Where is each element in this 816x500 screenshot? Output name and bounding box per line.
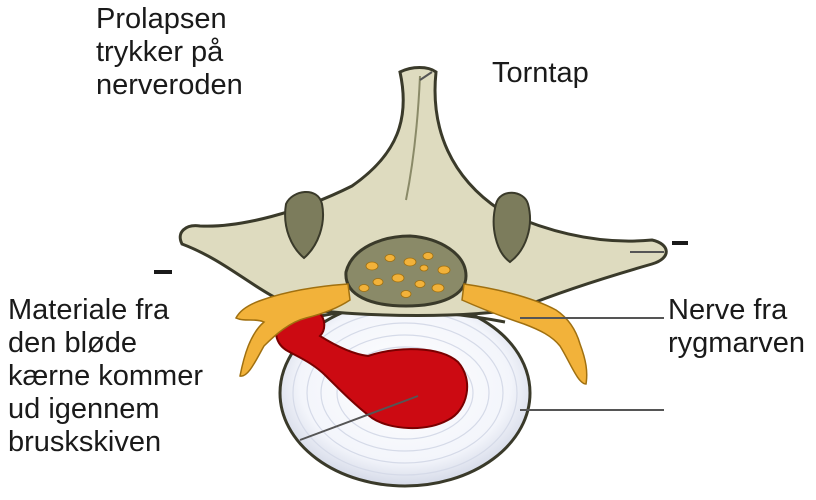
spinous-ridge	[405, 75, 421, 201]
nerve-roots	[358, 252, 451, 298]
nucleus-material-label: Materiale fra den bløde kærne kommer ud …	[8, 294, 203, 458]
left-nerve-band	[234, 283, 351, 377]
prolapse-label: Prolapsen trykker på nerveroden	[96, 3, 243, 101]
leader-lines	[299, 71, 664, 441]
tick-mark-left	[154, 270, 172, 274]
leader-torntap	[419, 71, 433, 81]
spinous-process-label: Torntap	[492, 57, 589, 89]
right-facet-recess	[492, 191, 531, 264]
leader-nucleus	[299, 395, 419, 441]
spinal-nerve-label: Nerve fra rygmarven	[668, 294, 805, 359]
tick-mark-right	[672, 241, 688, 245]
left-facet-recess	[284, 191, 324, 260]
spinal-canal	[344, 234, 468, 308]
right-nerve-band	[461, 283, 588, 385]
